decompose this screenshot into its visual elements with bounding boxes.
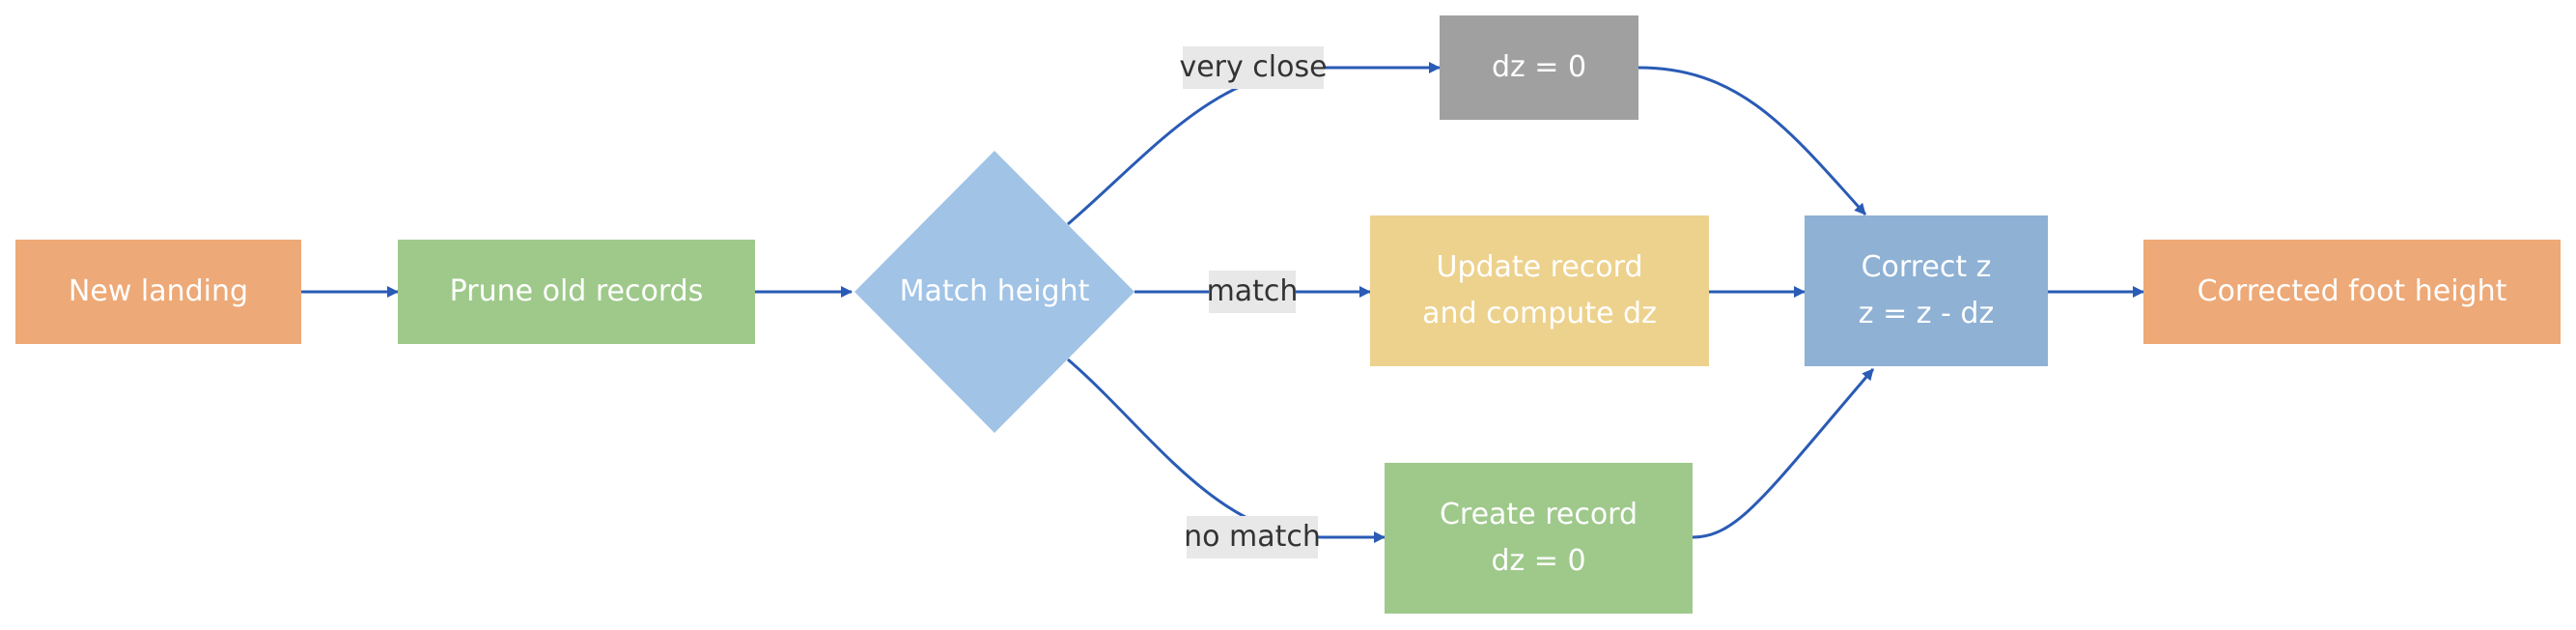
new-landing-label: New landing <box>68 274 249 308</box>
edge-match-to-create <box>1067 358 1386 543</box>
create-record-line1: Create record <box>1439 498 1638 531</box>
new-landing-node: New landing <box>15 240 301 344</box>
update-record-line1: Update record <box>1436 250 1643 284</box>
create-record-node: Create record dz = 0 <box>1385 463 1693 614</box>
edge-label-very-close: very close <box>1179 46 1328 89</box>
edge-create-to-correct <box>1692 368 1875 539</box>
prune-old-records-label: Prune old records <box>449 274 704 308</box>
edge-match-to-dzzero <box>1067 62 1441 226</box>
edge-label-no-match: no match <box>1184 516 1321 558</box>
corrected-foot-height-label: Corrected foot height <box>2197 274 2507 308</box>
update-record-node: Update record and compute dz <box>1370 215 1709 366</box>
corrected-foot-height-node: Corrected foot height <box>2143 240 2561 344</box>
update-record-line2: and compute dz <box>1422 297 1657 330</box>
edge-dzzero-to-correct <box>1638 66 1867 215</box>
create-record-line2: dz = 0 <box>1491 544 1586 578</box>
match-height-label: Match height <box>899 274 1090 308</box>
correct-z-line2: z = z - dz <box>1858 297 1995 330</box>
correct-z-line1: Correct z <box>1861 250 1992 284</box>
prune-old-records-node: Prune old records <box>398 240 755 344</box>
dz-zero-node: dz = 0 <box>1440 15 1638 120</box>
dz-zero-label: dz = 0 <box>1491 50 1587 84</box>
match-height-diamond <box>854 151 1134 433</box>
edge-label-match: match <box>1207 271 1298 313</box>
correct-z-node: Correct z z = z - dz <box>1805 215 2048 366</box>
